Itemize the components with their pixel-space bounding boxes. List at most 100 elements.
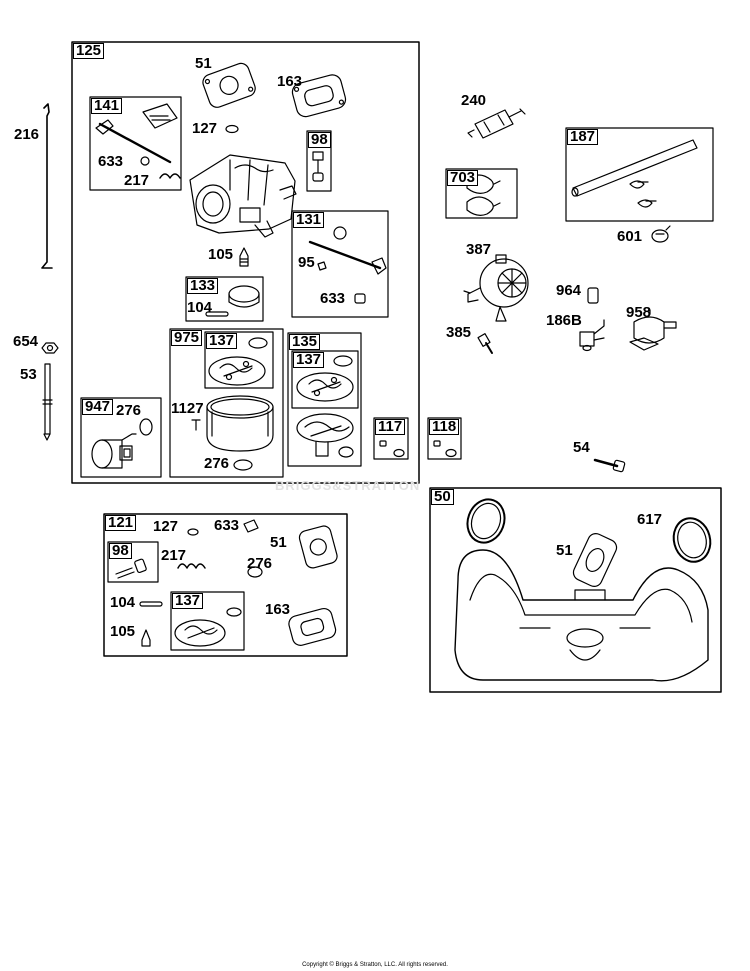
- callout-958: 958: [626, 304, 652, 321]
- callout-51: 51: [195, 55, 212, 72]
- o-ring-part: [466, 498, 712, 563]
- nut-part: [41, 342, 59, 354]
- callout-133: 133: [187, 278, 219, 294]
- screw-part: [593, 458, 626, 473]
- float-bowl-part: [191, 395, 274, 471]
- gasket-set-part: [296, 355, 354, 402]
- fuel-line-part: [571, 139, 698, 208]
- callout-54: 54: [573, 439, 590, 456]
- callout-654: 654: [13, 333, 39, 350]
- shutoff-valve-part: [629, 309, 677, 351]
- callout-104-b: 104: [110, 594, 136, 611]
- kit-box-98-b: [107, 541, 159, 583]
- plug-part: [587, 287, 599, 304]
- callout-1127: 1127: [171, 400, 204, 417]
- callout-98: 98: [308, 132, 331, 148]
- pin-part: [115, 558, 147, 579]
- callout-127-b: 127: [153, 518, 179, 535]
- kit-box-137-c: [170, 591, 245, 651]
- gasket-part: [202, 62, 256, 108]
- callout-187: 187: [567, 129, 599, 145]
- callout-947: 947: [82, 399, 114, 415]
- kit-box-137-a: [204, 331, 274, 389]
- callout-95: 95: [298, 254, 315, 271]
- copyright-notice: Copyright © Briggs & Stratton, LLC. All …: [302, 962, 448, 968]
- callout-385: 385: [446, 324, 472, 341]
- pin-part: [312, 151, 324, 182]
- callout-117: 117: [375, 419, 406, 435]
- throttle-shaft-part: [95, 103, 181, 179]
- callout-118: 118: [429, 419, 460, 435]
- kit-box-187: [565, 127, 714, 222]
- fuel-pump-part: [463, 254, 529, 322]
- kit-box-117: [373, 417, 409, 460]
- callout-163-b: 163: [265, 601, 291, 618]
- callout-137-b: 137: [293, 352, 325, 368]
- callout-98-b: 98: [109, 543, 132, 559]
- kit-box-947: [80, 397, 162, 478]
- kit-box-118: [427, 417, 462, 460]
- kit-box-703: [445, 168, 518, 219]
- callout-163: 163: [277, 73, 303, 90]
- callout-127: 127: [192, 120, 218, 137]
- callout-105: 105: [208, 246, 234, 263]
- callout-121: 121: [105, 515, 137, 531]
- callout-216: 216: [14, 126, 40, 143]
- callout-105-b: 105: [110, 623, 136, 640]
- kit-box-98: [306, 130, 332, 192]
- callout-137-c: 137: [172, 593, 204, 609]
- watermark: BRIGGS&STRATTON: [275, 478, 421, 493]
- screw-part: [477, 333, 493, 354]
- plug-part: [225, 124, 239, 134]
- choke-shaft-part: [308, 226, 387, 304]
- plug-part: [187, 528, 199, 536]
- throttle-rod-part: [41, 103, 53, 269]
- washer-part: [247, 566, 263, 578]
- callout-137: 137: [206, 333, 238, 349]
- gasket-set-part: [208, 337, 268, 386]
- float-part: [205, 285, 260, 317]
- kit-box-141: [89, 96, 182, 191]
- jet-part: [141, 629, 151, 647]
- callout-141: 141: [91, 98, 123, 114]
- callout-633-c: 633: [214, 517, 240, 534]
- kit-box-975: [169, 328, 284, 478]
- callout-51-c: 51: [556, 542, 573, 559]
- stud-part: [42, 363, 53, 441]
- carburetor-part: [189, 154, 297, 238]
- gasket-part: [572, 533, 618, 587]
- callout-50: 50: [431, 489, 454, 505]
- callout-131: 131: [293, 212, 325, 228]
- kit-box-121: [103, 513, 348, 657]
- callout-387: 387: [466, 241, 492, 258]
- kit-box-133: [185, 276, 264, 322]
- callout-186b: 186B: [546, 312, 582, 329]
- jet-part: [239, 247, 249, 267]
- small-part-set: [379, 440, 457, 458]
- clamp-kit-part: [466, 174, 501, 216]
- callout-276: 276: [116, 402, 142, 419]
- gasket-set-part: [174, 607, 242, 647]
- callout-703: 703: [447, 170, 479, 186]
- solenoid-part: [91, 418, 153, 469]
- gasket-part: [298, 525, 338, 569]
- callout-53: 53: [20, 366, 37, 383]
- fuel-filter-part: [467, 108, 526, 139]
- callout-135: 135: [289, 334, 321, 350]
- callout-633-b: 633: [320, 290, 346, 307]
- clamp-part: [651, 225, 671, 243]
- callout-633: 633: [98, 153, 124, 170]
- bushing-part: [243, 519, 259, 533]
- callout-601: 601: [617, 228, 643, 245]
- intake-manifold-part: [454, 549, 709, 682]
- spring-part: [177, 563, 206, 569]
- callout-975: 975: [171, 330, 203, 346]
- kit-box-135: [287, 332, 362, 467]
- kit-box-50: [429, 487, 722, 693]
- callout-240: 240: [461, 92, 487, 109]
- callout-104: 104: [187, 299, 213, 316]
- kit-box-125: [71, 41, 420, 484]
- callout-217: 217: [124, 172, 150, 189]
